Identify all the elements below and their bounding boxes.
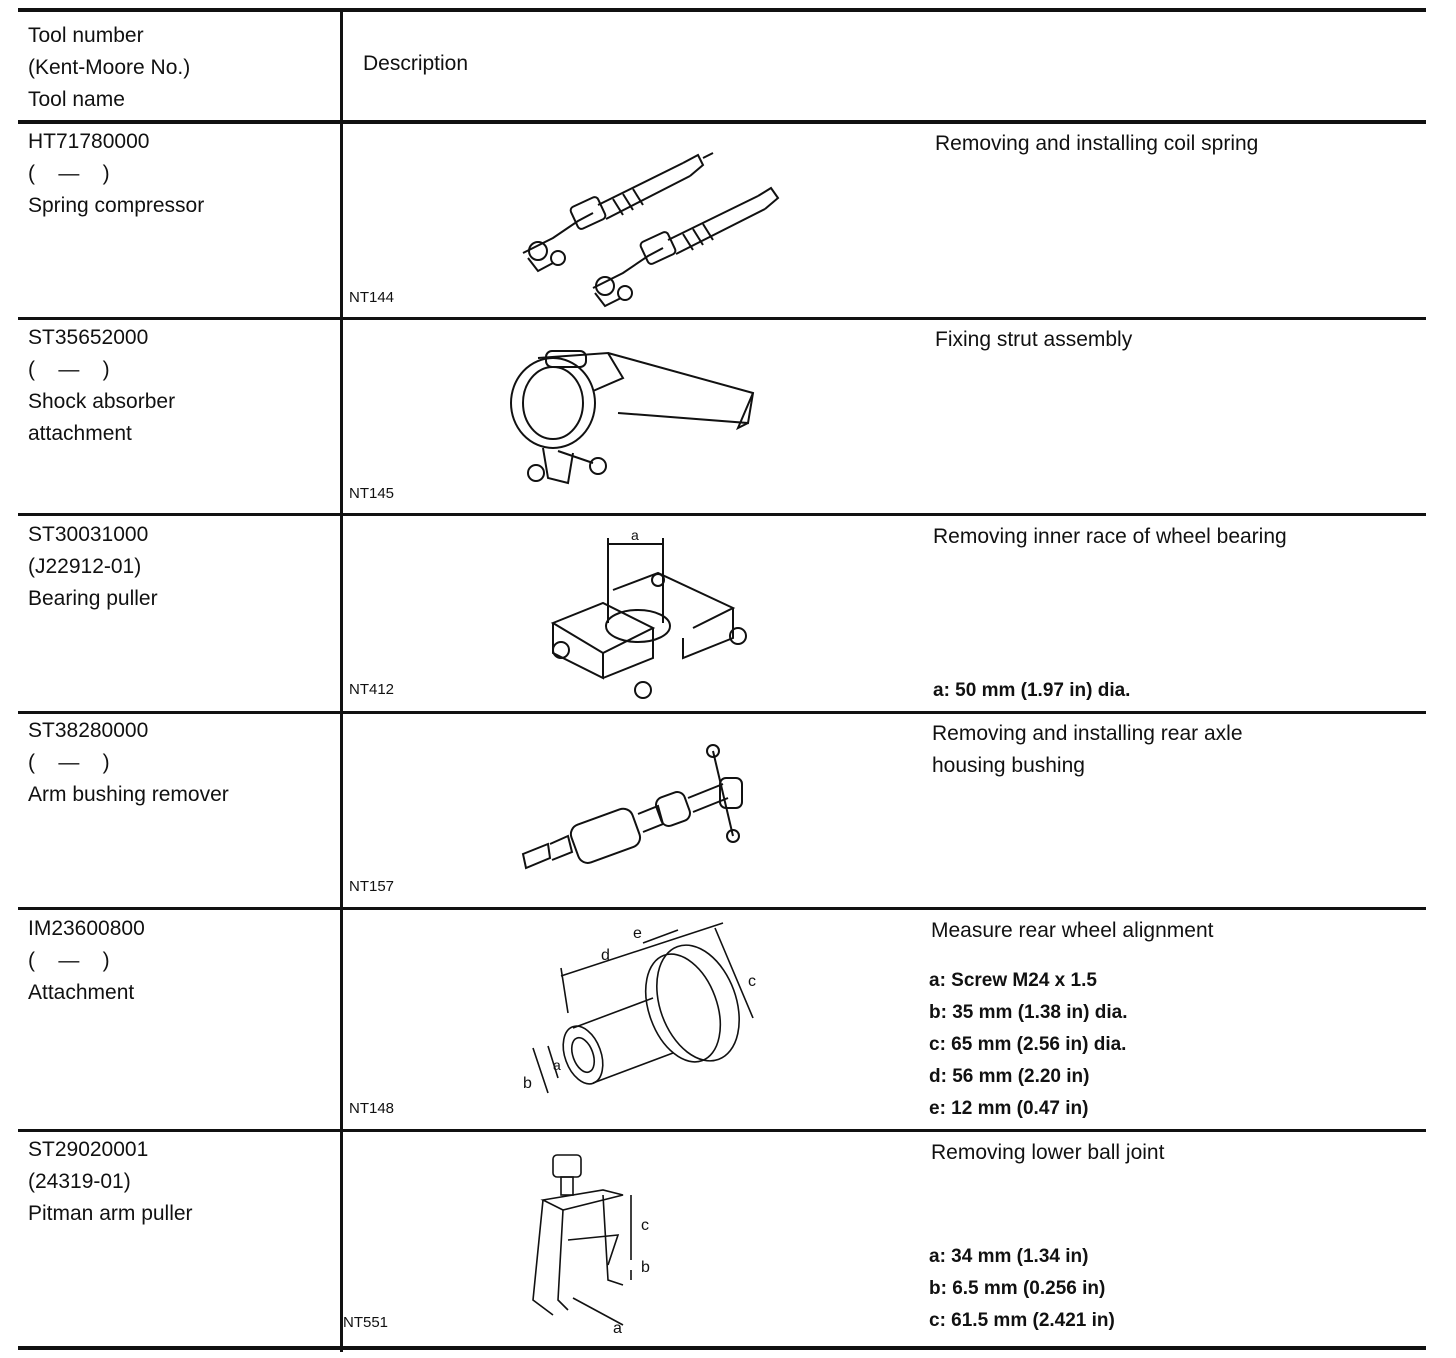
- tool-number: HT71780000: [28, 130, 150, 153]
- tool-name: Pitman arm puller: [28, 1202, 193, 1225]
- figure-code: NT148: [349, 1100, 395, 1117]
- special-tools-table: Tool number (Kent-Moore No.) Tool name D…: [18, 8, 1426, 1352]
- shock-absorber-attachment-icon: [498, 333, 758, 498]
- tool-number: IM23600800: [28, 917, 145, 940]
- header-tool-number: Tool number: [28, 24, 144, 47]
- column-divider: [340, 8, 343, 1352]
- table-bottom-rule: [18, 1346, 1426, 1350]
- kent-moore-number: ( — ): [28, 949, 110, 972]
- spec-line: a: 34 mm (1.34 in): [929, 1246, 1089, 1267]
- header-description: Description: [363, 52, 469, 75]
- tool-name: Arm bushing remover: [28, 783, 229, 806]
- tool-number: ST38280000: [28, 719, 149, 742]
- spec-line: b: 35 mm (1.38 in) dia.: [929, 1002, 1128, 1023]
- tool-cell: ST35652000 ( — ) Shock absorber attachme…: [28, 322, 175, 450]
- spec-line: d: 56 mm (2.20 in): [929, 1066, 1090, 1087]
- tool-name: Shock absorber: [28, 390, 176, 413]
- kent-moore-number: ( — ): [28, 162, 110, 185]
- bearing-puller-icon: a: [533, 527, 763, 713]
- row-rule: [18, 907, 1426, 910]
- table-top-rule: [18, 8, 1426, 12]
- figure-label: a: [553, 1057, 561, 1073]
- description-line: Removing and installing rear axle: [932, 722, 1243, 745]
- figure-code: NT144: [349, 289, 395, 306]
- spec-line: a: 50 mm (1.97 in) dia.: [933, 680, 1131, 701]
- tool-cell: HT71780000 ( — ) Spring compressor: [28, 126, 204, 222]
- figure-label: a: [631, 527, 639, 543]
- kent-moore-number: ( — ): [28, 358, 110, 381]
- figure-label: d: [601, 947, 610, 964]
- header-tool-name: Tool name: [28, 88, 125, 111]
- description: Removing and installing rear axle housin…: [932, 718, 1243, 782]
- figure-label: c: [748, 973, 756, 990]
- tool-cell: ST30031000 (J22912-01) Bearing puller: [28, 519, 158, 615]
- header-tool-column: Tool number (Kent-Moore No.) Tool name: [28, 20, 190, 116]
- figure-code: NT145: [349, 485, 395, 502]
- spring-compressor-icon: [498, 143, 788, 308]
- figure-label: b: [641, 1259, 650, 1276]
- spec-list: a: Screw M24 x 1.5 b: 35 mm (1.38 in) di…: [929, 965, 1128, 1125]
- tool-number: ST30031000: [28, 523, 149, 546]
- description: Removing inner race of wheel bearing: [933, 525, 1287, 548]
- row-rule: [18, 513, 1426, 516]
- arm-bushing-remover-icon: [508, 736, 768, 881]
- figure-label: b: [523, 1075, 532, 1092]
- figure-label: e: [633, 925, 642, 942]
- kent-moore-number: (J22912-01): [28, 555, 142, 578]
- row-rule: [18, 711, 1426, 714]
- description: Fixing strut assembly: [935, 328, 1133, 351]
- tool-cell: ST29020001 (24319-01) Pitman arm puller: [28, 1134, 193, 1230]
- tool-name: attachment: [28, 422, 132, 445]
- tool-name: Attachment: [28, 981, 135, 1004]
- description: Removing lower ball joint: [931, 1141, 1165, 1164]
- spec-line: a: Screw M24 x 1.5: [929, 970, 1097, 991]
- pitman-arm-puller-icon: c b a: [513, 1150, 683, 1345]
- spec-list: a: 34 mm (1.34 in) b: 6.5 mm (0.256 in) …: [929, 1241, 1115, 1337]
- description-line: housing bushing: [932, 754, 1085, 777]
- figure-code: NT551: [343, 1314, 389, 1331]
- description: Removing and installing coil spring: [935, 132, 1259, 155]
- spec-line: b: 6.5 mm (0.256 in): [929, 1278, 1106, 1299]
- kent-moore-number: (24319-01): [28, 1170, 131, 1193]
- figure-code: NT412: [349, 681, 395, 698]
- tool-cell: IM23600800 ( — ) Attachment: [28, 913, 145, 1009]
- spec-line: c: 61.5 mm (2.421 in): [929, 1310, 1115, 1331]
- spec-line: e: 12 mm (0.47 in): [929, 1098, 1089, 1119]
- tool-number: ST35652000: [28, 326, 149, 349]
- figure-label: a: [613, 1320, 622, 1337]
- description: Measure rear wheel alignment: [931, 919, 1214, 942]
- row-rule: [18, 317, 1426, 320]
- figure-label: c: [641, 1217, 649, 1234]
- spec-line: c: 65 mm (2.56 in) dia.: [929, 1034, 1127, 1055]
- attachment-icon: d e c b a: [503, 918, 773, 1113]
- tool-number: ST29020001: [28, 1138, 149, 1161]
- tool-name: Bearing puller: [28, 587, 158, 610]
- tool-name: Spring compressor: [28, 194, 205, 217]
- header-kent-moore: (Kent-Moore No.): [28, 56, 191, 79]
- kent-moore-number: ( — ): [28, 751, 110, 774]
- header-rule: [18, 120, 1426, 124]
- tool-cell: ST38280000 ( — ) Arm bushing remover: [28, 715, 229, 811]
- figure-code: NT157: [349, 878, 395, 895]
- row-rule: [18, 1129, 1426, 1132]
